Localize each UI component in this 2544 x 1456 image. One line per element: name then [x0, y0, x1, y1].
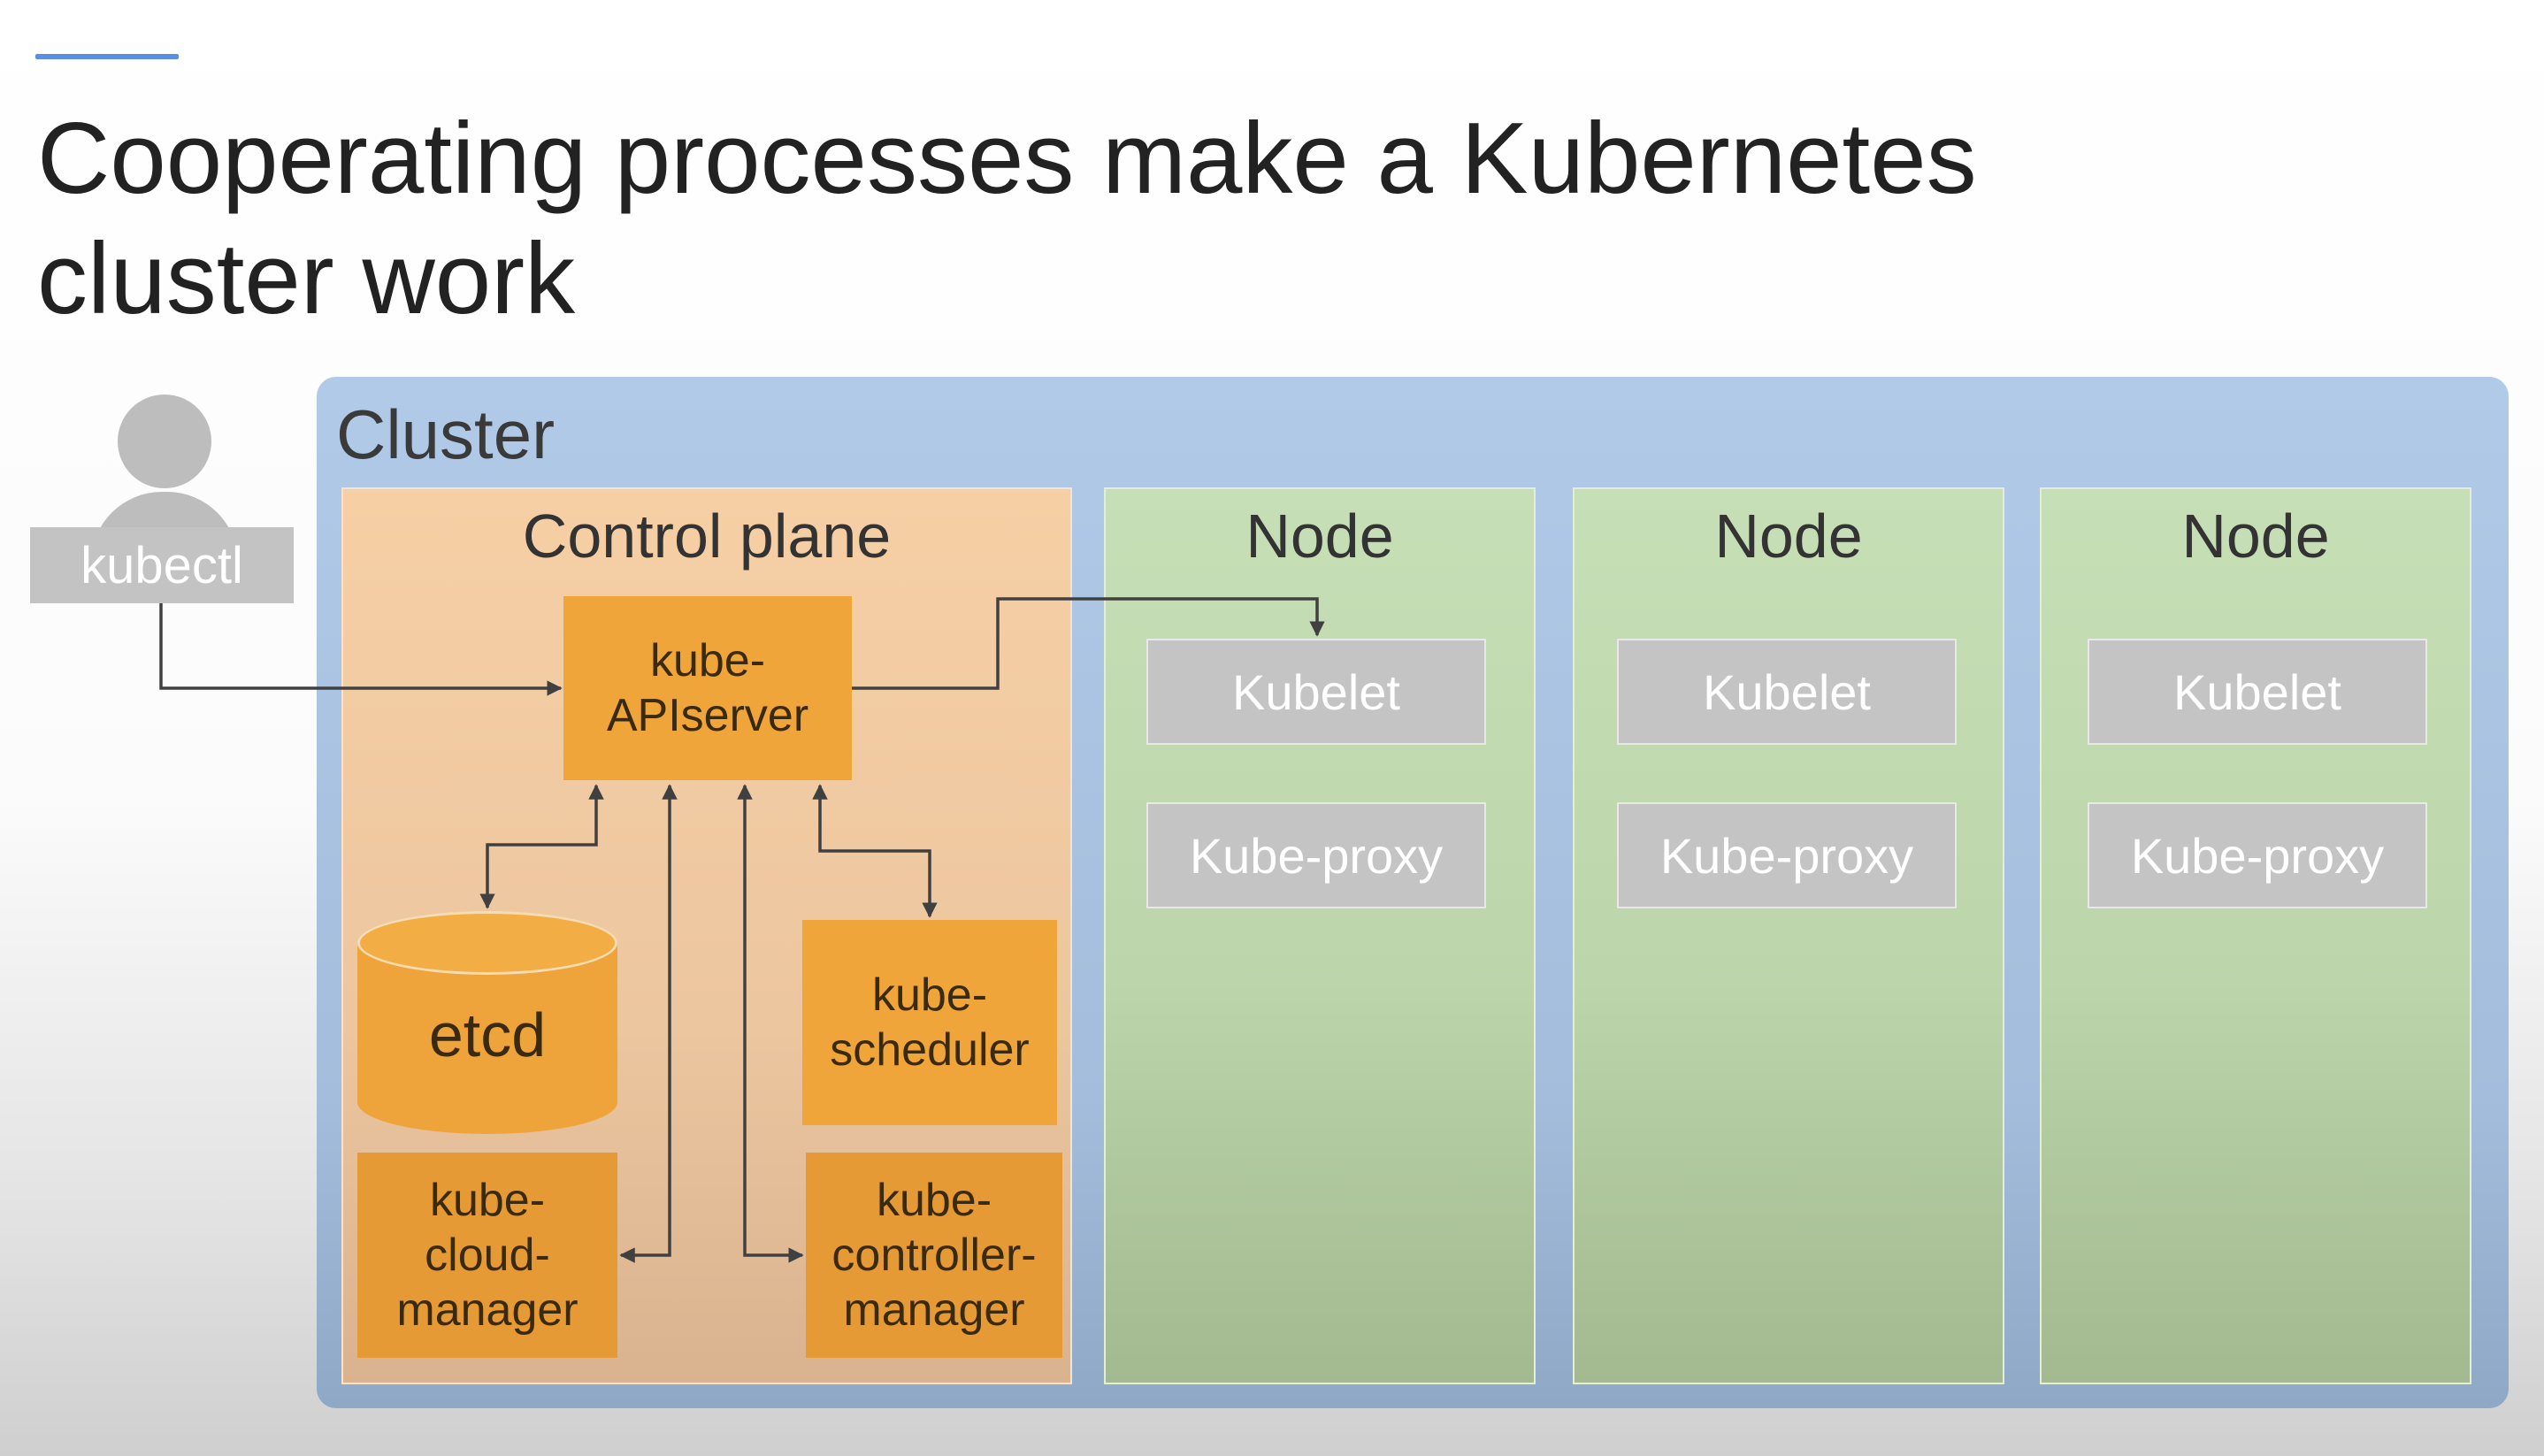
cloud-manager-line-1: kube- — [429, 1175, 546, 1226]
cloud-manager-line-2: cloud- — [425, 1230, 550, 1281]
node-panel-1 — [1104, 487, 1536, 1384]
node-label-3: Node — [2181, 502, 2330, 571]
kube-controller-manager-box: kube- controller- manager — [806, 1153, 1062, 1358]
scheduler-line-2: scheduler — [830, 1024, 1030, 1076]
node-label-1: Node — [1245, 502, 1394, 571]
kubectl-box: kubectl — [30, 527, 294, 603]
title-line-1: Cooperating processes make a Kubernetes — [37, 103, 1977, 215]
etcd-top — [357, 911, 617, 975]
kube-apiserver-box: kube- APIserver — [563, 596, 852, 780]
controller-manager-line-1: kube- — [876, 1175, 992, 1226]
kubelet-box-1: Kubelet — [1146, 639, 1486, 745]
node-panel-2 — [1573, 487, 2004, 1384]
kube-proxy-box-3: Kube-proxy — [2088, 802, 2427, 908]
kube-proxy-box-1: Kube-proxy — [1146, 802, 1486, 908]
etcd-cylinder: etcd — [357, 911, 617, 1134]
slide-title: Cooperating processes make a Kubernetes … — [37, 99, 2249, 340]
cloud-manager-line-3: manager — [396, 1284, 579, 1336]
kubelet-box-2: Kubelet — [1617, 639, 1957, 745]
accent-line — [35, 54, 179, 59]
control-plane-label: Control plane — [522, 502, 892, 571]
user-icon-head — [118, 395, 211, 488]
node-label-2: Node — [1714, 502, 1863, 571]
etcd-label: etcd — [428, 1000, 547, 1069]
controller-manager-line-2: controller- — [831, 1230, 1037, 1281]
kube-proxy-box-2: Kube-proxy — [1617, 802, 1957, 908]
controller-manager-line-3: manager — [843, 1284, 1025, 1336]
kubelet-box-3: Kubelet — [2088, 639, 2427, 745]
title-line-2: cluster work — [37, 223, 576, 335]
cluster-label: Cluster — [336, 395, 556, 473]
apiserver-line-2: APIserver — [606, 690, 809, 741]
scheduler-line-1: kube- — [871, 969, 988, 1021]
kube-scheduler-box: kube- scheduler — [802, 920, 1057, 1125]
kube-cloud-manager-box: kube- cloud- manager — [357, 1153, 617, 1358]
etcd-bottom — [357, 1070, 617, 1134]
node-panel-3 — [2040, 487, 2471, 1384]
apiserver-line-1: kube- — [649, 635, 766, 686]
